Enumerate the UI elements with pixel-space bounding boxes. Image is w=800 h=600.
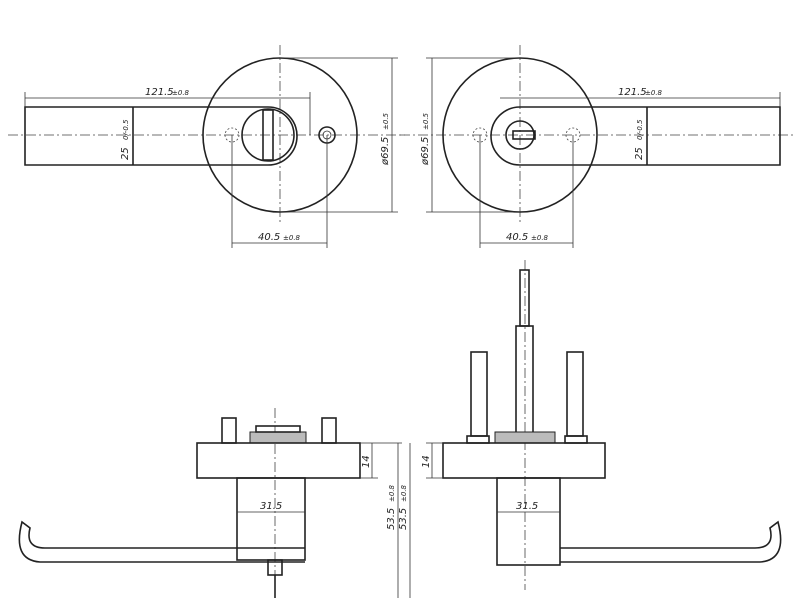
dim-lever-length: 121.5 [145,87,174,98]
svg-text:±0.8: ±0.8 [283,234,301,242]
svg-text:121.5: 121.5 [618,87,647,98]
slot-knob [241,108,295,162]
svg-text:±0.8: ±0.8 [172,89,190,97]
svg-text:31.5: 31.5 [516,501,538,512]
svg-text:±0.8: ±0.8 [400,484,408,502]
bottom-left-view: 14 53.5 ±0.8 31.5 [18,408,402,600]
svg-text:53.5: 53.5 [386,508,397,530]
svg-text:±0.5: ±0.5 [422,112,430,130]
svg-text:40.5: 40.5 [506,232,528,243]
svg-text:±0.8: ±0.8 [531,234,549,242]
top-right-view: 121.5 ±0.8 25 0/-0.5 ø69.5 ±0.5 40.5 ±0.… [400,45,795,248]
svg-text:25: 25 [120,147,131,160]
svg-text:±0.5: ±0.5 [382,112,390,130]
svg-text:0/-0.5: 0/-0.5 [122,119,130,140]
svg-text:14: 14 [421,455,432,468]
svg-text:53.5: 53.5 [398,508,409,530]
svg-text:±0.8: ±0.8 [645,89,663,97]
top-left-view: 121.5 ±0.8 25 0/-0.5 ø69.5 ±0.5 40.5 ±0.… [8,45,405,248]
svg-text:31.5: 31.5 [260,501,282,512]
svg-text:25: 25 [634,147,645,160]
lever-top [24,106,298,166]
svg-text:±0.8: ±0.8 [388,484,396,502]
svg-text:ø69.5: ø69.5 [420,137,431,166]
svg-text:0/-0.5: 0/-0.5 [636,119,644,140]
svg-text:ø69.5: ø69.5 [380,137,391,166]
svg-text:40.5: 40.5 [258,232,280,243]
bottom-right-view: 14 53.5 ±0.8 31.5 [398,260,782,598]
svg-text:14: 14 [361,455,372,468]
